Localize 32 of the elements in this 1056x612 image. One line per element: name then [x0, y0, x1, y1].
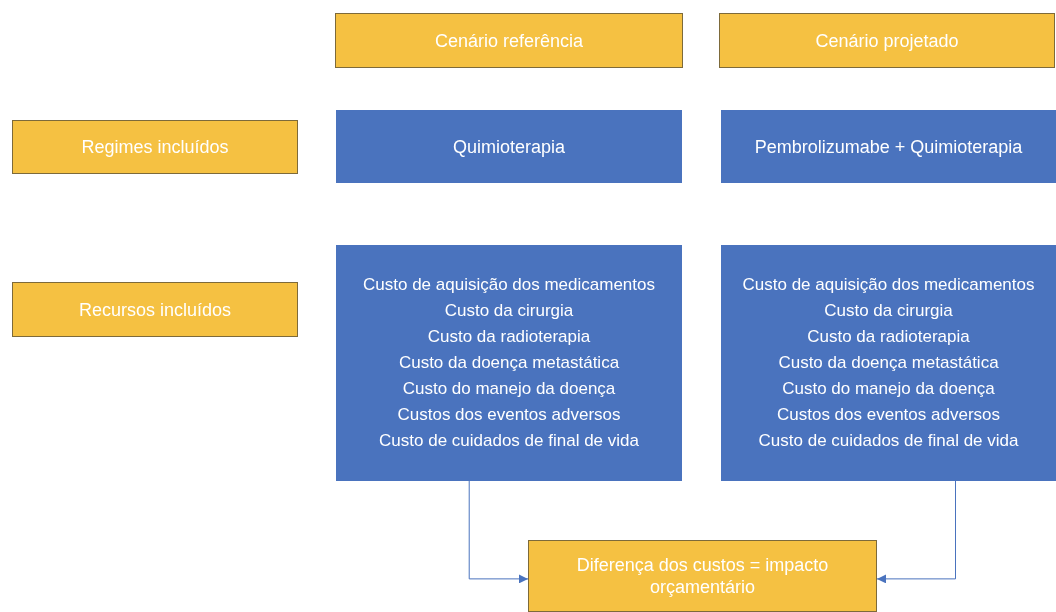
process-box: [721, 110, 1056, 183]
cost-item: Custo de cuidados de final de vida: [379, 430, 639, 452]
label-box: [335, 13, 683, 68]
cost-item: Custo da cirurgia: [824, 300, 953, 322]
process-box: [336, 110, 682, 183]
cost-item: Custo da doença metastática: [778, 352, 999, 374]
box-label: Recursos incluídos: [78, 298, 232, 321]
process-box: [721, 245, 1056, 481]
box-label: Diferença dos custos = impacto orçamentário: [575, 554, 830, 598]
result-box: [528, 540, 877, 612]
cost-item: Custo do manejo da doença: [402, 378, 616, 400]
process-box: [336, 245, 682, 481]
cost-item: Custo de aquisição dos medicamentos: [742, 274, 1035, 296]
connector-arrow: [468, 480, 529, 584]
cost-item: Custo da cirurgia: [444, 300, 574, 322]
connector-arrow: [876, 480, 956, 584]
cost-item: Custo da radioterapia: [427, 326, 591, 348]
cost-item: Custo da radioterapia: [807, 326, 970, 348]
box-label: Pembrolizumabe + Quimioterapia: [754, 135, 1023, 158]
box-label: Cenário referência: [434, 29, 584, 52]
cost-item: Custo de cuidados de final de vida: [758, 430, 1019, 452]
box-label: Quimioterapia: [452, 135, 566, 158]
cost-item: Custo da doença metastática: [398, 352, 620, 374]
cost-item: Custo de aquisição dos medicamentos: [363, 274, 655, 296]
box-label: Cenário projetado: [815, 29, 959, 52]
label-box: [719, 13, 1055, 68]
cost-item: Custo do manejo da doença: [782, 378, 995, 400]
box-label: Regimes incluídos: [81, 136, 229, 158]
cost-item: Custos dos eventos adversos: [397, 404, 621, 426]
label-box: [12, 282, 298, 337]
cost-item: Custos dos eventos adversos: [777, 404, 1000, 426]
label-box: [12, 120, 298, 174]
